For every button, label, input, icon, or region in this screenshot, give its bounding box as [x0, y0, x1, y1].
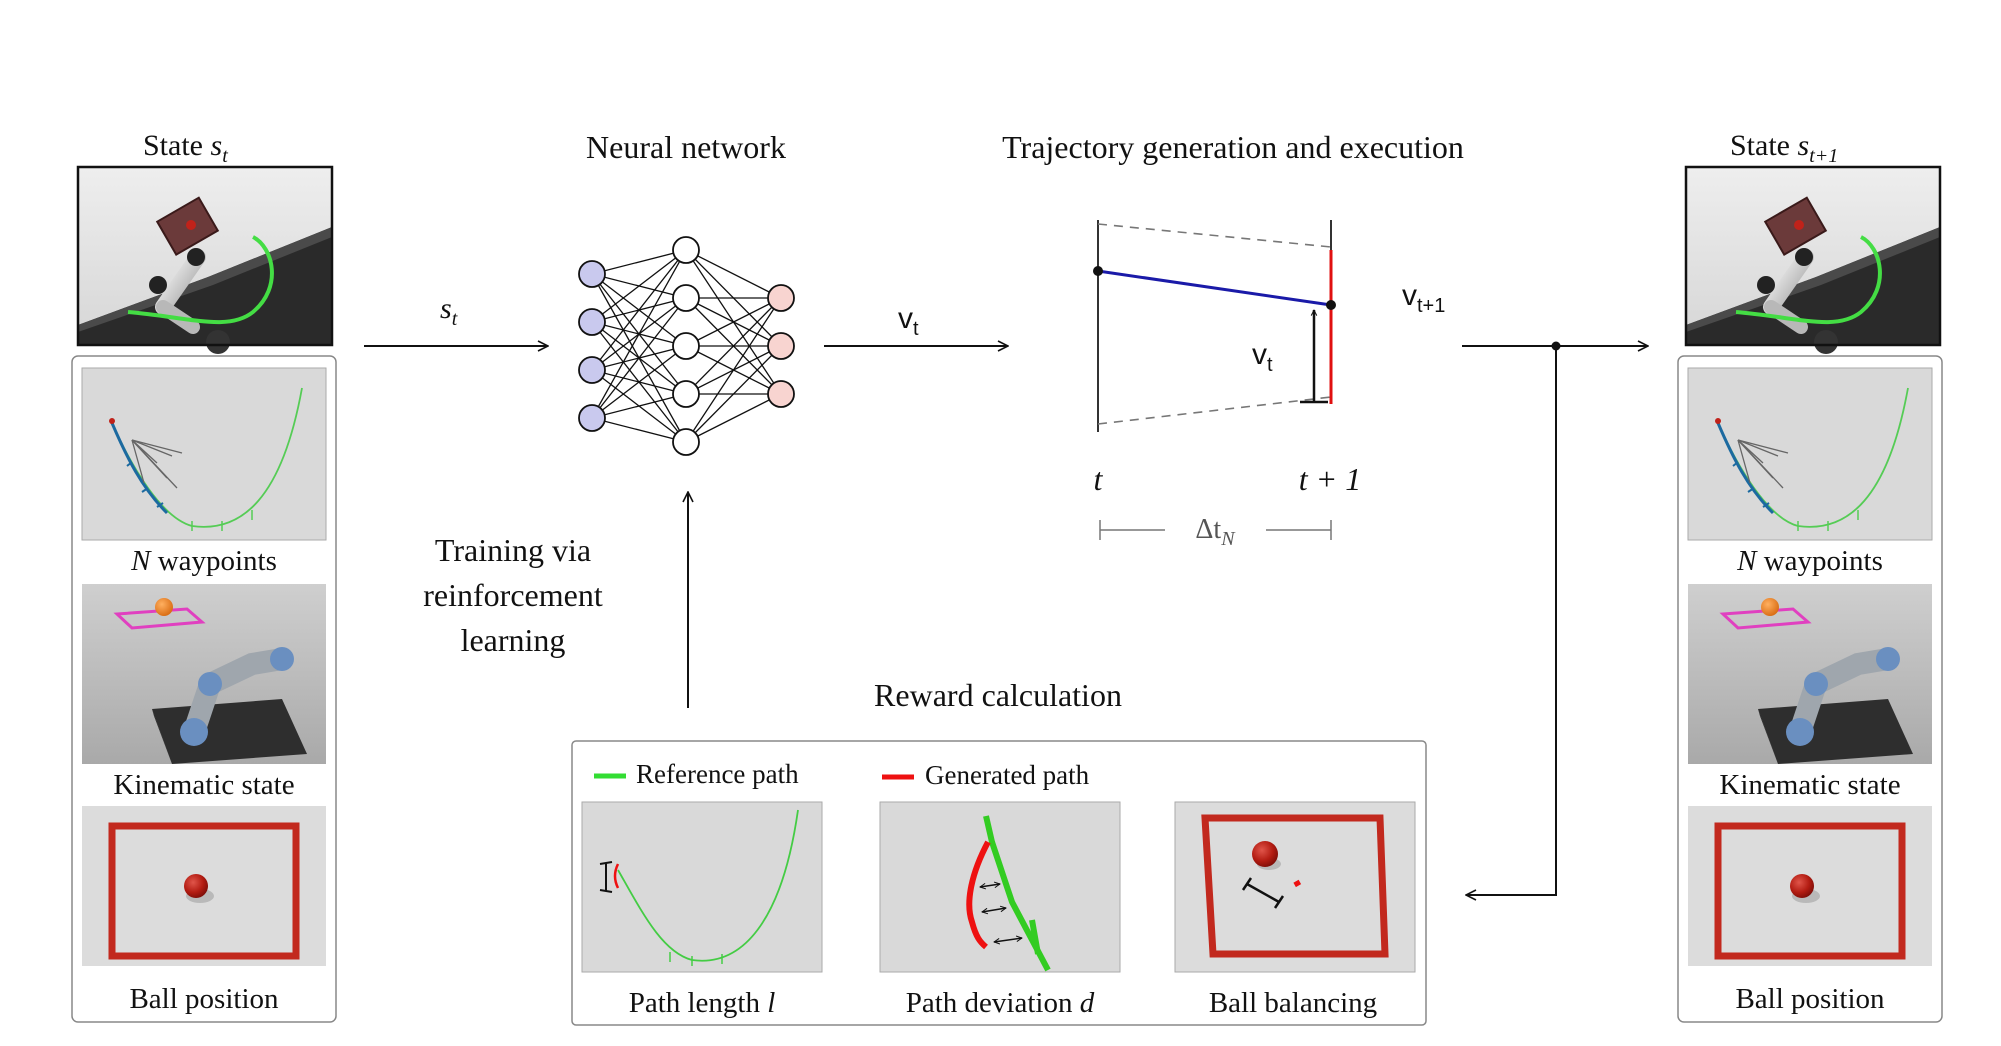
nn-hidden-node [672, 332, 700, 360]
nn-output-node [767, 380, 795, 408]
trajectory-title: Trajectory generation and execution [1002, 129, 1464, 165]
left-ball-image [82, 806, 326, 966]
nn-edge [591, 417, 687, 443]
left-waypoints-caption: N waypoints [130, 545, 277, 577]
right-observation-box [1677, 355, 1943, 1023]
right-state-title: State st+1 [1730, 129, 1838, 167]
reward-box [571, 740, 1427, 1026]
tick-t1: t + 1 [1299, 461, 1361, 497]
lower-bound-line [1097, 396, 1332, 425]
delta-t-label: ΔtN [1195, 514, 1236, 550]
nn-edge [685, 297, 782, 347]
ball-balancing-panel [1174, 801, 1416, 973]
nn-input-node [578, 404, 606, 432]
left-observation-box [71, 355, 337, 1023]
nn-edge [591, 249, 687, 323]
right-kinematic-caption: Kinematic state [1719, 769, 1900, 801]
nn-edge [591, 297, 687, 419]
right-waypoints-caption: N waypoints [1736, 545, 1883, 577]
input-state-label: st [440, 292, 458, 330]
nn-edge [591, 345, 687, 419]
left-scene-image [78, 167, 332, 354]
left-waypoints-image [80, 366, 328, 542]
right-scene-image [1686, 167, 1940, 354]
nn-edge [685, 297, 782, 395]
path-deviation-panel [879, 801, 1121, 973]
neural-network-graph [578, 236, 795, 456]
left-ball-caption: Ball position [129, 983, 279, 1015]
right-ball-image [1688, 806, 1932, 966]
neural-network-title: Neural network [586, 129, 786, 165]
path-length-panel [581, 801, 823, 973]
state-to-reward-arrow [1466, 346, 1557, 895]
nn-edge [591, 393, 687, 419]
tick-t: t [1094, 461, 1104, 497]
reference-path-legend-label: Reference path [636, 759, 799, 789]
right-state-column: State st+1 N waypoints Kinematic state B… [1677, 129, 1943, 1023]
trajectory-plot: vt t t + 1 ΔtN [1093, 220, 1361, 550]
reward-title: Reward calculation [874, 677, 1122, 713]
path-deviation-caption: Path deviation d [906, 987, 1095, 1019]
ball-balancing-caption: Ball balancing [1209, 987, 1377, 1019]
nn-input-node [578, 308, 606, 336]
velocity-label: vt [1252, 338, 1273, 376]
right-ball-caption: Ball position [1735, 983, 1885, 1015]
nn-edge [591, 249, 687, 419]
start-point [1093, 266, 1103, 276]
trajectory-line [1097, 269, 1332, 307]
nn-hidden-node [672, 428, 700, 456]
training-line-1: Training via [435, 532, 591, 568]
nn-hidden-node [672, 380, 700, 408]
nn-edge [685, 297, 782, 443]
end-point [1326, 300, 1336, 310]
nn-edge [685, 345, 782, 443]
left-kinematic-caption: Kinematic state [113, 769, 294, 801]
left-state-title: State st [143, 129, 228, 167]
nn-edge [591, 249, 687, 371]
next-velocity-label: vt+1 [1402, 279, 1445, 317]
nn-input-node [578, 356, 606, 384]
nn-edge [591, 249, 687, 275]
upper-bound-line [1097, 223, 1332, 248]
network-output-label: vt [898, 302, 919, 340]
generated-path-legend-label: Generated path [925, 760, 1090, 790]
training-line-3: learning [461, 622, 566, 658]
left-kinematic-image [82, 584, 326, 764]
nn-hidden-node [672, 236, 700, 264]
path-length-caption: Path length l [629, 987, 776, 1019]
training-line-2: reinforcement [423, 577, 603, 613]
nn-hidden-node [672, 284, 700, 312]
nn-output-node [767, 332, 795, 360]
nn-input-node [578, 260, 606, 288]
right-kinematic-image [1688, 584, 1932, 764]
nn-edge [685, 393, 782, 443]
nn-edge [685, 249, 782, 299]
left-state-column: State st N waypoints Kinematic state Bal… [71, 129, 337, 1023]
right-waypoints-image [1686, 366, 1934, 542]
nn-output-node [767, 284, 795, 312]
